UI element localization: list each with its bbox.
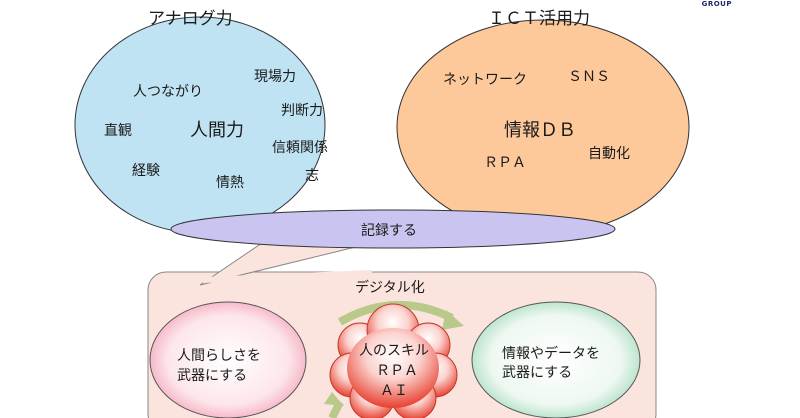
record-label: 記録する [361,223,417,239]
analog-word: 志 [305,168,319,184]
analog-title: アナログ力 [148,9,233,29]
ict-word: ネットワーク [443,72,527,88]
cloud-line: ＡＩ [380,383,408,399]
digital-title: デジタル化 [355,280,425,296]
analog-word: 人つながり [133,84,203,100]
ict-word: ＲＰＡ [484,155,526,171]
ict-center: 情報ＤＢ [504,120,576,141]
human-circle [149,301,307,418]
analog-word: 信頼関係 [272,140,328,156]
record-ellipse [170,209,616,249]
human-line: 武器にする [177,368,248,384]
analog-word: 判断力 [281,103,323,119]
analog-word: 現場力 [254,69,296,85]
data-circle [471,301,641,418]
bottom-arrow-head [324,392,344,406]
human-line: 人間らしさを [177,348,261,364]
analog-center: 人間力 [190,120,244,141]
cloud-line: ＲＰＡ [376,363,418,379]
ict-title: ＩＣＴ活用力 [488,9,590,29]
data-line: 情報やデータを [502,346,600,362]
analog-word: 直観 [104,123,132,139]
corner-logo: GROUP [701,0,732,8]
ict-word: 自動化 [588,146,630,162]
analog-word: 情熱 [216,175,244,191]
analog-word: 経験 [132,163,160,179]
data-line: 武器にする [502,365,573,381]
cloud-line: 人のスキル [359,343,429,359]
top-arrow-head [442,310,464,330]
skill-cloud [329,303,458,418]
ict-word: ＳＮＳ [568,69,610,85]
